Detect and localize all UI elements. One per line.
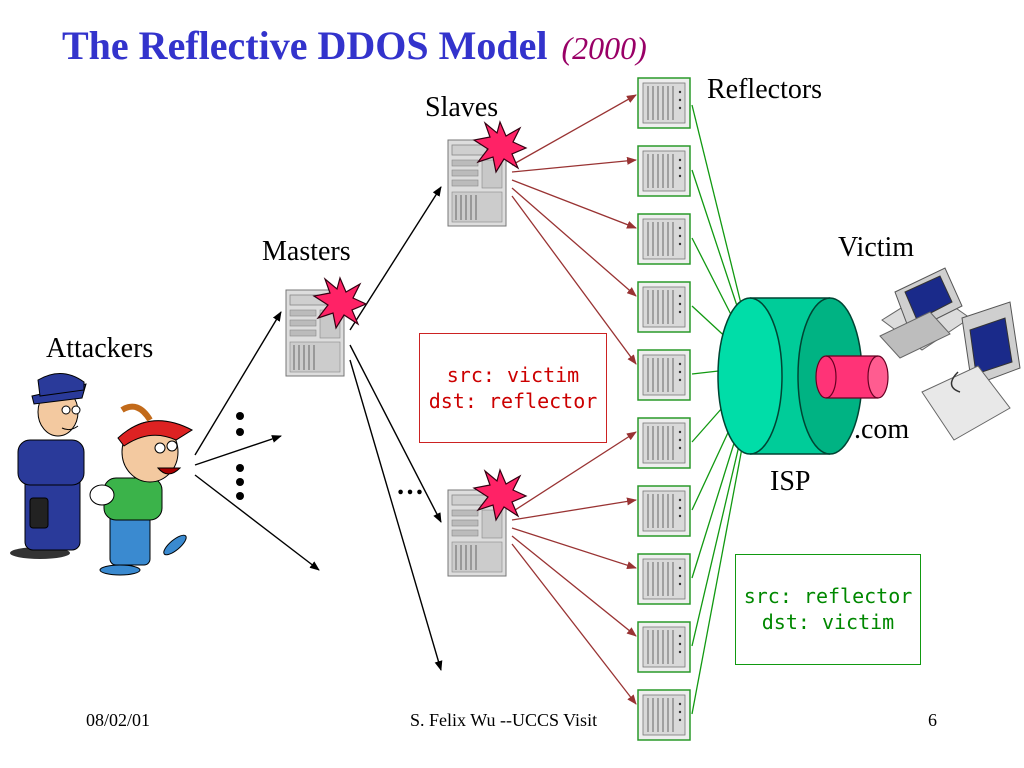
attacker-dots — [236, 412, 244, 500]
master-server-icon — [285, 277, 367, 377]
attacker-cartoon-icon — [10, 373, 194, 576]
attackers-label: Attackers — [46, 333, 154, 364]
footer-page: 6 — [928, 710, 937, 730]
footer-date: 08/02/01 — [86, 710, 151, 730]
request-packet-box: src: victim dst: reflector — [419, 333, 607, 443]
response-src: src: reflector — [743, 584, 913, 608]
response-arrows — [691, 104, 748, 715]
response-packet-box: src: reflector dst: victim — [735, 554, 921, 665]
reflectors-label: Reflectors — [707, 74, 823, 105]
request-src: src: victim — [446, 363, 580, 387]
masters-label: Masters — [262, 236, 351, 267]
victim-label: Victim — [838, 232, 915, 263]
victim-pipe-icon — [815, 355, 889, 399]
footer-author: S. Felix Wu --UCCS Visit — [410, 710, 598, 730]
request-dst: dst: reflector — [428, 389, 598, 413]
victim-computer-icon — [879, 267, 1021, 441]
slide-title: The Reflective DDOS Model (2000) — [62, 22, 647, 69]
response-dst: dst: victim — [761, 610, 895, 634]
isp-label: ISP — [770, 466, 811, 497]
slaves-ellipsis: … — [396, 470, 424, 501]
slaves-label: Slaves — [425, 92, 499, 123]
title-year: (2000) — [561, 30, 647, 66]
title-main: The Reflective DDOS Model — [62, 23, 548, 68]
attack-arrows — [194, 186, 443, 671]
reflector-server-icon — [637, 77, 691, 741]
com-label: .com — [854, 414, 910, 445]
request-arrows — [511, 94, 637, 705]
